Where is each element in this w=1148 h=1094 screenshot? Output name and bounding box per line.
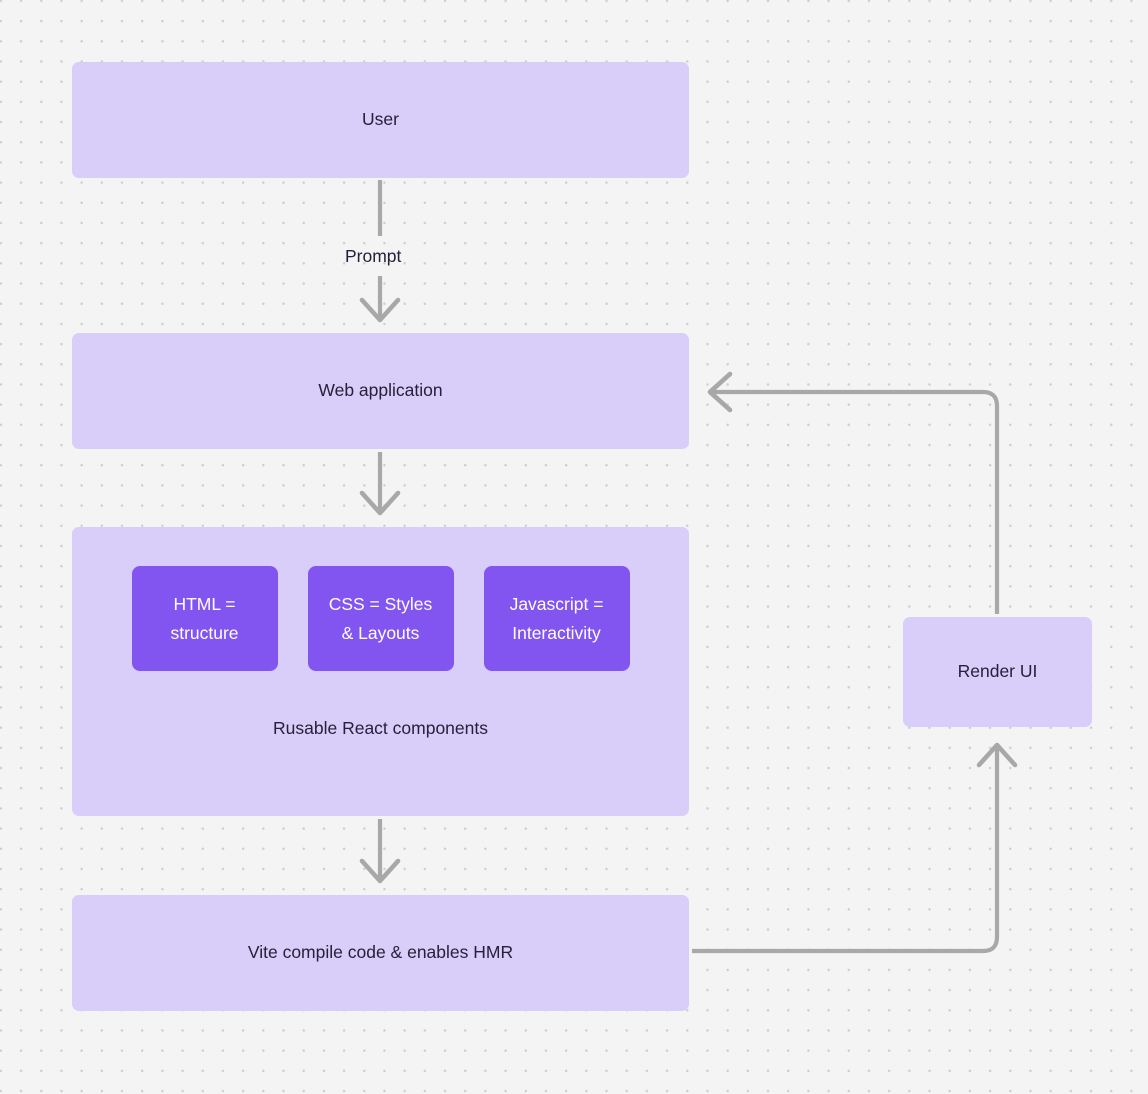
edge-label-prompt: Prompt xyxy=(345,246,402,266)
chip-html-line2: structure xyxy=(170,622,239,643)
chip-javascript[interactable]: Javascript = Interactivity xyxy=(483,566,630,671)
connector-renderui-to-webapp xyxy=(707,371,1000,614)
node-web-application[interactable]: Web application xyxy=(72,333,689,449)
node-react-components[interactable]: HTML = structure CSS = Styles & Layouts … xyxy=(72,527,689,816)
chip-javascript-line2: Interactivity xyxy=(512,622,601,643)
node-vite-label: Vite compile code & enables HMR xyxy=(247,942,514,963)
node-render-ui-label: Render UI xyxy=(957,661,1038,682)
chip-row: HTML = structure CSS = Styles & Layouts … xyxy=(72,566,689,671)
node-vite[interactable]: Vite compile code & enables HMR xyxy=(72,895,689,1011)
node-render-ui[interactable]: Render UI xyxy=(903,617,1092,727)
chip-css-line2: & Layouts xyxy=(341,622,420,643)
chip-css-line1: CSS = Styles xyxy=(328,593,433,614)
chip-css[interactable]: CSS = Styles & Layouts xyxy=(307,566,454,671)
chip-html-line1: HTML = xyxy=(173,593,236,614)
node-web-application-label: Web application xyxy=(318,380,443,401)
connector-vite-to-renderui xyxy=(692,742,1018,954)
node-user-label: User xyxy=(362,109,399,130)
chip-javascript-line1: Javascript = xyxy=(509,593,604,614)
connector-components-to-vite xyxy=(359,819,401,884)
node-react-components-label: Rusable React components xyxy=(273,718,488,738)
node-user[interactable]: User xyxy=(72,62,689,178)
chip-html[interactable]: HTML = structure xyxy=(131,566,278,671)
connector-webapp-to-components xyxy=(359,452,401,516)
